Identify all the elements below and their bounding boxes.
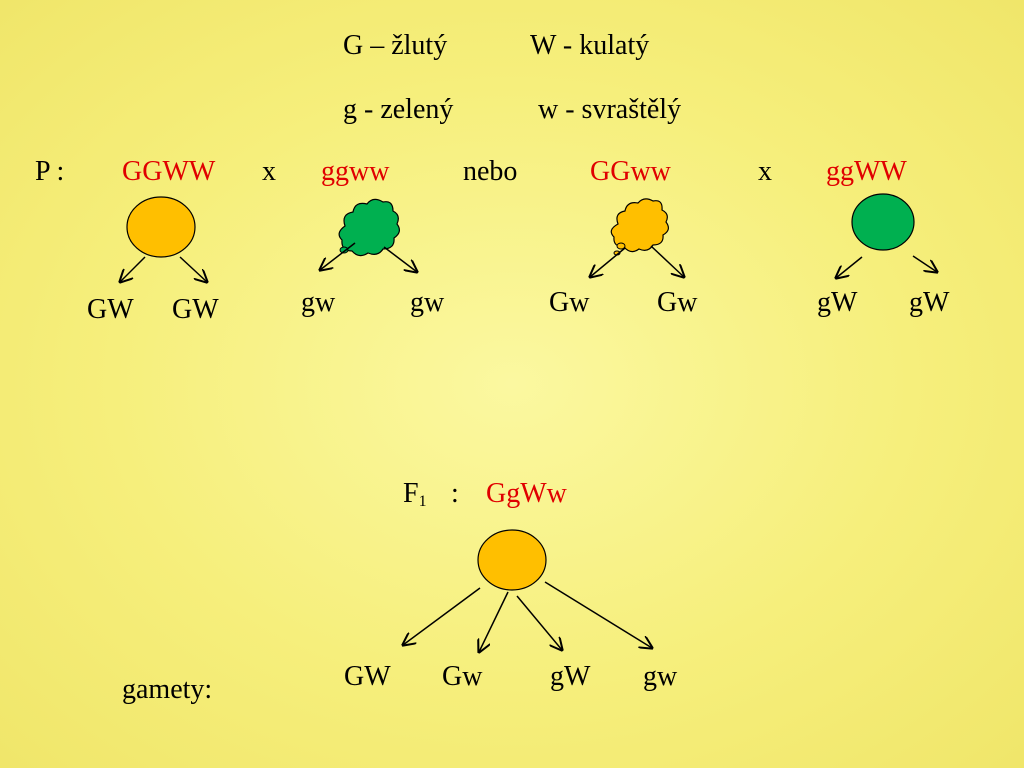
f1-label: F1 [403,480,427,510]
gametes-label: gamety: [122,674,213,705]
legend-green: g - zelený [343,94,454,125]
cross-symbol-1: x [262,156,276,187]
gamete-GGww-1: Gw [549,287,590,318]
legend-yellow: G – žlutý [343,30,448,61]
yellow-round-pea-icon [126,196,196,258]
parent-genotype-GGww: GGww [590,156,671,187]
parent-genotype-ggWW: ggWW [826,156,907,187]
legend-round: W - kulatý [530,30,650,61]
green-wrinkled-pea-icon [338,198,400,257]
f1-gamete-gw: gw [643,661,678,692]
gamete-ggww-2: gw [410,287,445,318]
gamete-ggWW-2: gW [909,287,950,318]
f1-colon: : [451,478,459,509]
f1-gamete-GW: GW [344,661,391,692]
parent-genotype-ggww: ggww [321,156,390,187]
gamete-ggWW-1: gW [817,287,858,318]
parent-genotype-GGWW: GGWW [122,156,216,187]
f1-genotype: GgWw [486,478,567,509]
f1-yellow-round-pea-icon [477,529,547,591]
or-word: nebo [463,156,518,187]
parents-label: P : [35,156,65,187]
gamete-GGww-2: Gw [657,287,698,318]
legend-wrinkled: w - svraštělý [538,94,682,125]
f1-letter: F [403,478,419,509]
green-round-pea-icon [851,193,915,251]
f1-subscript: 1 [418,493,427,510]
f1-gamete-Gw: Gw [442,661,483,692]
cross-symbol-2: x [758,156,772,187]
f1-gamete-gW: gW [550,661,591,692]
gamete-GGWW-1: GW [87,294,134,325]
gamete-ggww-1: gw [301,287,336,318]
gamete-GGWW-2: GW [172,294,219,325]
yellow-wrinkled-pea-icon [610,198,669,256]
